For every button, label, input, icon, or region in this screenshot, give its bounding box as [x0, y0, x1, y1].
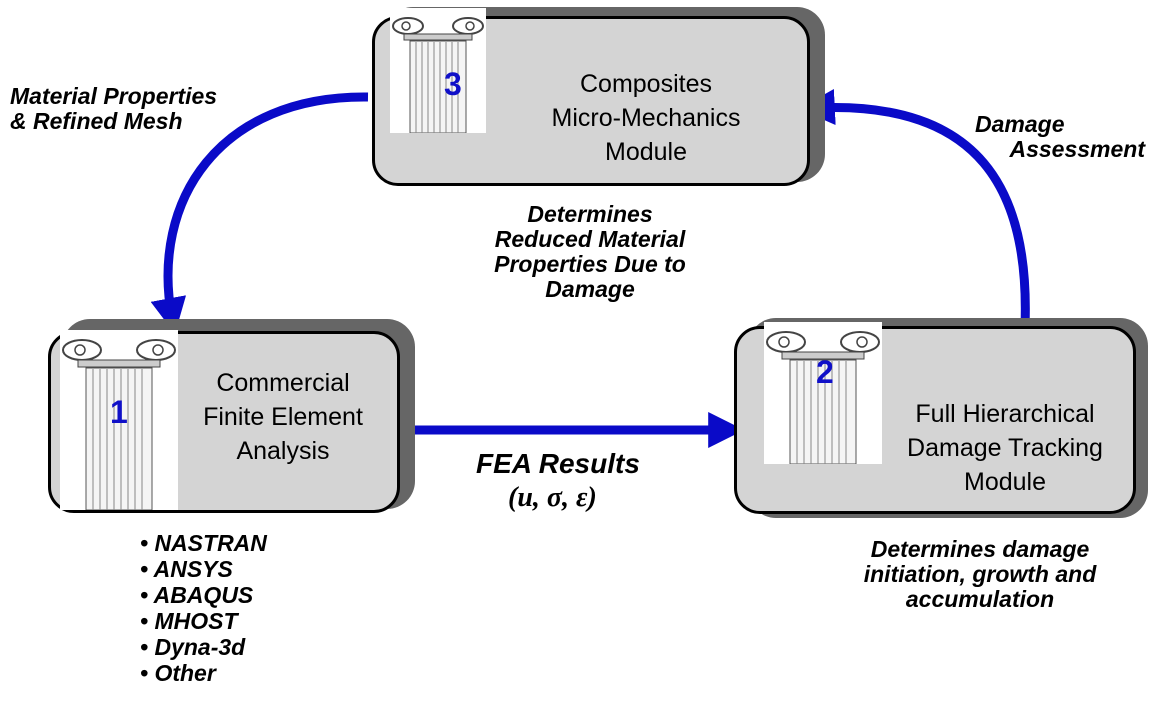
column-icon: [764, 322, 882, 464]
annot-line: Properties Due to: [494, 251, 686, 277]
damage-assessment-label: Damage Assessment: [920, 112, 1145, 162]
annot-line: Determines damage: [870, 536, 1090, 562]
material-properties-label: Material Properties & Refined Mesh: [10, 84, 217, 134]
annot-line: Reduced Material: [494, 226, 686, 252]
tool-item: NASTRAN: [140, 530, 266, 556]
arrow-2-to-3: [798, 89, 1030, 327]
node-3-label: Composites Micro-Mechanics Module: [486, 67, 806, 169]
node-1-line-3: Analysis: [236, 437, 330, 465]
node-3-line-2: Micro-Mechanics: [551, 104, 741, 132]
tool-item: Other: [140, 660, 267, 686]
annot-line: Material Properties: [10, 83, 218, 109]
node-1-line-2: Finite Element: [203, 403, 363, 431]
tool-item: ABAQUS: [140, 582, 267, 608]
tool-item: Dyna-3d: [140, 634, 267, 660]
tool-item: ANSYS: [140, 556, 267, 582]
column-icon: [390, 8, 486, 133]
node-3-line-1: Composites: [580, 70, 712, 98]
annot-line: accumulation: [905, 586, 1055, 612]
node-1-number: 1: [110, 394, 128, 430]
node-2-number: 2: [816, 354, 834, 390]
node-2-line-3: Module: [964, 468, 1046, 496]
reduced-properties-label: Determines Reduced Material Properties D…: [430, 202, 750, 302]
node-2-line-1: Full Hierarchical: [915, 400, 1095, 428]
node-2-line-2: Damage Tracking: [907, 434, 1103, 462]
tool-item: MHOST: [140, 608, 267, 634]
arrow-3-to-1: [150, 92, 369, 334]
annot-line: Assessment: [1009, 136, 1145, 162]
column-icon: [60, 330, 178, 510]
node-2-label: Full Hierarchical Damage Tracking Module: [880, 397, 1130, 499]
annot-line: initiation, growth and: [863, 561, 1097, 587]
annot-line: Determines: [527, 201, 653, 227]
damage-initiation-label: Determines damage initiation, growth and…: [820, 537, 1140, 612]
annot-line: & Refined Mesh: [10, 108, 183, 134]
node-3-number: 3: [444, 66, 462, 102]
annot-line: Damage: [975, 111, 1065, 137]
annot-line: Damage: [545, 276, 635, 302]
node-1-label: Commercial Finite Element Analysis: [178, 366, 388, 468]
node-1-line-1: Commercial: [216, 369, 350, 397]
fea-tools-list: NASTRAN ANSYS ABAQUS MHOST Dyna-3d Other: [140, 530, 267, 686]
fea-results-title: FEA Results: [476, 448, 640, 479]
node-3-line-3: Module: [605, 138, 687, 166]
fea-results-subtitle: (u, σ, ε): [508, 482, 597, 513]
